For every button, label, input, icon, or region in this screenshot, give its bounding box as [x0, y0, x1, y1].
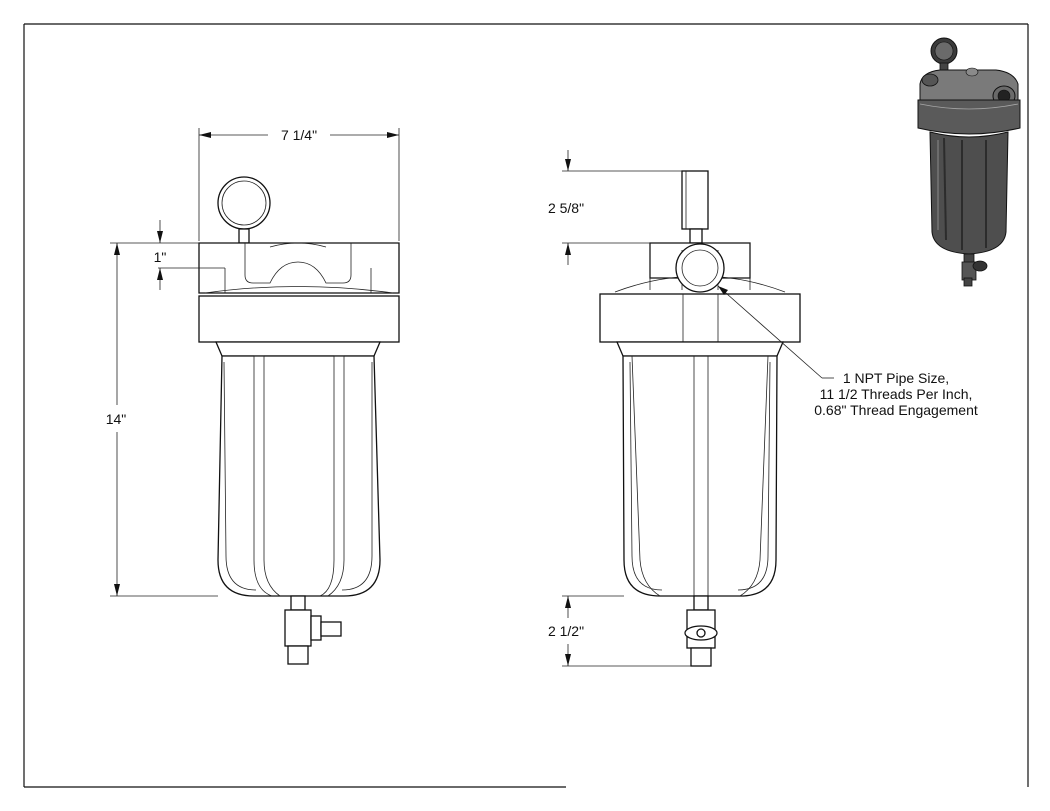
- front-cap-head: [198, 242, 400, 294]
- front-height-label: 14": [106, 411, 127, 427]
- front-dimensions: 7 1/4" 14" 1": [106, 127, 400, 597]
- sheet-border: [23, 23, 1029, 788]
- side-sump-bowl: [622, 355, 778, 597]
- side-gauge-height-label: 2 5/8": [548, 200, 584, 216]
- side-view-filter-housing: [599, 170, 801, 667]
- front-view-filter-housing: [198, 176, 400, 665]
- callout-line-2: 11 1/2 Threads Per Inch,: [820, 386, 973, 402]
- front-sump-bowl: [217, 355, 381, 597]
- front-drain-valve: [284, 595, 342, 665]
- callout-line-1: 1 NPT Pipe Size,: [843, 370, 949, 386]
- front-top-label: 1": [154, 249, 167, 265]
- side-drain-valve: [684, 595, 718, 667]
- side-pressure-gauge: [681, 170, 709, 244]
- side-dimensions: 2 5/8" 2 1/2": [548, 150, 691, 667]
- thread-spec-callout: 1 NPT Pipe Size, 11 1/2 Threads Per Inch…: [717, 285, 978, 418]
- front-pressure-gauge: [217, 176, 271, 244]
- side-valve-height-label: 2 1/2": [548, 623, 584, 639]
- isometric-view-render: [917, 37, 1021, 287]
- side-inlet-port: [675, 243, 725, 293]
- front-width-label: 7 1/4": [281, 127, 317, 143]
- front-collar: [198, 295, 400, 357]
- callout-line-3: 0.68" Thread Engagement: [814, 402, 978, 418]
- side-collar: [599, 293, 801, 357]
